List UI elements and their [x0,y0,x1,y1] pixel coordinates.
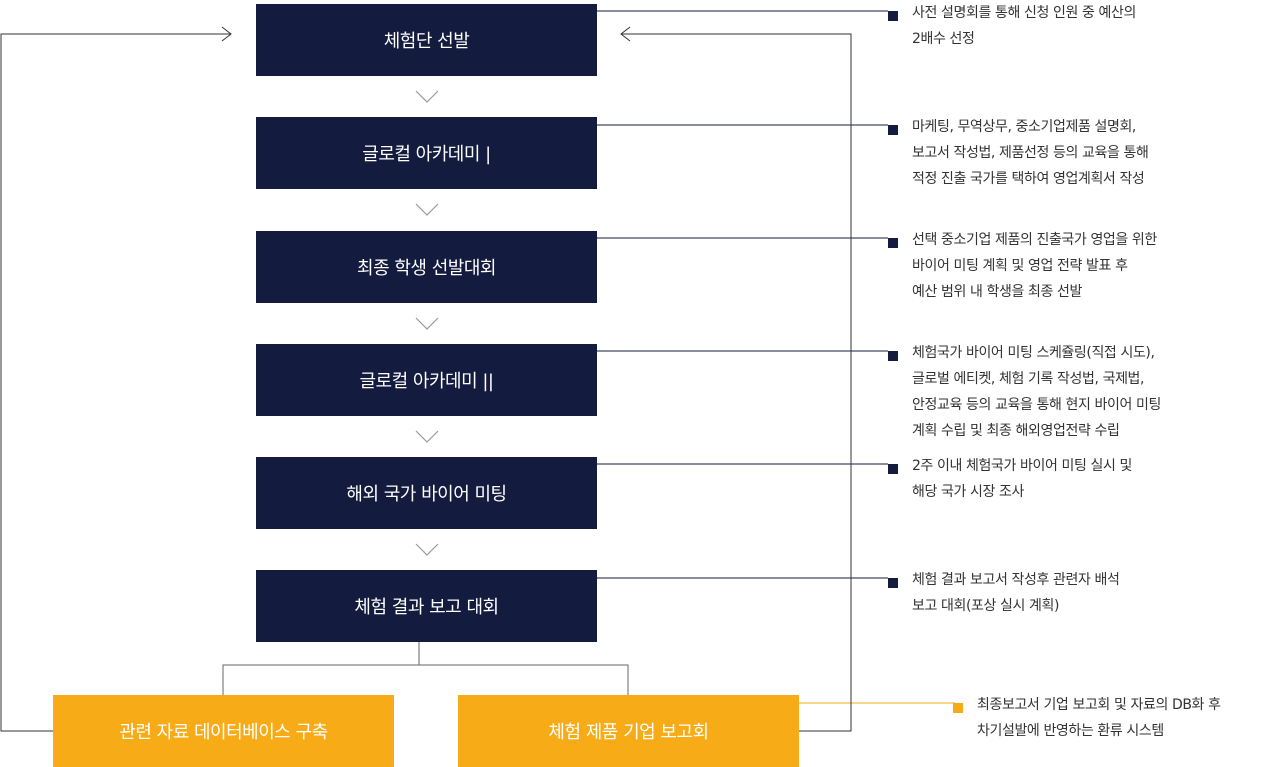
step-box-6: 체험 결과 보고 대회 [256,570,597,642]
output-box-report-meeting: 체험 제품 기업 보고회 [458,695,799,767]
note-line: 해당 국가 시장 조사 [912,484,1024,500]
note-line: 2배수 선정 [912,31,975,47]
note-line: 마케팅, 무역상무, 중소기업제품 설명회, [912,119,1136,135]
step-box-4: 글로컬 아카데미 || [256,344,597,416]
note-line: 바이어 미팅 계획 및 영업 전략 발표 후 [912,258,1128,274]
note-line: 예산 범위 내 학생을 최종 선발 [912,284,1083,300]
chevron-down-icons [415,90,439,556]
step-label: 글로컬 아카데미 | [362,144,491,165]
output-box-database: 관련 자료 데이터베이스 구축 [53,695,394,767]
note-line: 최종보고서 기업 보고회 및 자료의 DB화 후 [977,697,1221,713]
output-label: 관련 자료 데이터베이스 구축 [119,722,328,743]
note-text: 체험국가 바이어 미팅 스케쥴링(직접 시도), 글로벌 에티켓, 체험 기록 … [912,340,1161,444]
note-line: 보고 대회(포상 실시 계획) [912,598,1060,614]
square-bullet-icon [888,578,898,588]
chevron-down-icon [415,90,439,103]
step-box-3: 최종 학생 선발대회 [256,231,597,303]
note-line: 선택 중소기업 제품의 진출국가 영업을 위한 [912,232,1157,248]
note-4: 체험국가 바이어 미팅 스케쥴링(직접 시도), 글로벌 에티켓, 체험 기록 … [888,345,1218,444]
note-line: 차기설발에 반영하는 환류 시스템 [977,723,1164,739]
step-label: 해외 국가 바이어 미팅 [346,484,507,505]
note-text: 선택 중소기업 제품의 진출국가 영업을 위한 바이어 미팅 계획 및 영업 전… [912,227,1157,305]
step-label: 최종 학생 선발대회 [357,258,496,279]
note-line: 사전 설명회를 통해 신청 인원 중 예산의 [912,5,1136,21]
note-line: 2주 이내 체험국가 바이어 미팅 실시 및 [912,458,1133,474]
note-line: 적정 진출 국가를 택하여 영업계획서 작성 [912,171,1145,187]
step-box-5: 해외 국가 바이어 미팅 [256,457,597,529]
feedback-loop-left [0,26,232,732]
note-3: 선택 중소기업 제품의 진출국가 영업을 위한 바이어 미팅 계획 및 영업 전… [888,232,1218,305]
step-box-2: 글로컬 아카데미 | [256,117,597,189]
note-1: 사전 설명회를 통해 신청 인원 중 예산의 2배수 선정 [888,5,1218,52]
note-5: 2주 이내 체험국가 바이어 미팅 실시 및 해당 국가 시장 조사 [888,458,1218,505]
square-bullet-icon [888,238,898,248]
note-line: 보고서 작성법, 제품선정 등의 교육을 통해 [912,145,1149,161]
note-6: 체험 결과 보고서 작성후 관련자 배석 보고 대회(포상 실시 계획) [888,572,1218,619]
note-2: 마케팅, 무역상무, 중소기업제품 설명회, 보고서 작성법, 제품선정 등의 … [888,119,1218,192]
output-label: 체험 제품 기업 보고회 [548,722,709,743]
note-text: 마케팅, 무역상무, 중소기업제품 설명회, 보고서 작성법, 제품선정 등의 … [912,114,1149,192]
step-label: 체험단 선발 [383,31,470,52]
note-text: 사전 설명회를 통해 신청 인원 중 예산의 2배수 선정 [912,0,1136,52]
note-line: 계획 수립 및 최종 해외영업전략 수립 [912,423,1120,439]
chevron-down-icon [415,430,439,443]
step-label: 체험 결과 보고 대회 [354,597,499,618]
split-connector [222,641,629,695]
note-7: 최종보고서 기업 보고회 및 자료의 DB화 후 차기설발에 반영하는 환류 시… [953,697,1265,744]
step-label: 글로컬 아카데미 || [359,371,495,392]
note-text: 최종보고서 기업 보고회 및 자료의 DB화 후 차기설발에 반영하는 환류 시… [977,692,1221,744]
note-line: 글로벌 에티켓, 체험 기록 작성법, 국제법, [912,371,1145,387]
note-line: 안정교육 등의 교육을 통해 현지 바이어 미팅 [912,397,1161,413]
chevron-down-icon [415,203,439,216]
note-line: 체험국가 바이어 미팅 스케쥴링(직접 시도), [912,345,1155,361]
chevron-down-icon [415,317,439,330]
note-leader-lines [597,10,888,579]
step-box-1: 체험단 선발 [256,4,597,76]
note-text: 체험 결과 보고서 작성후 관련자 배석 보고 대회(포상 실시 계획) [912,567,1120,619]
square-bullet-icon [953,703,963,713]
square-bullet-icon [888,351,898,361]
note-text: 2주 이내 체험국가 바이어 미팅 실시 및 해당 국가 시장 조사 [912,453,1132,505]
square-bullet-icon [888,464,898,474]
square-bullet-icon [888,125,898,135]
feedback-loop-right [620,26,852,732]
chevron-down-icon [415,543,439,556]
note-line: 체험 결과 보고서 작성후 관련자 배석 [912,572,1120,588]
square-bullet-icon [888,11,898,21]
